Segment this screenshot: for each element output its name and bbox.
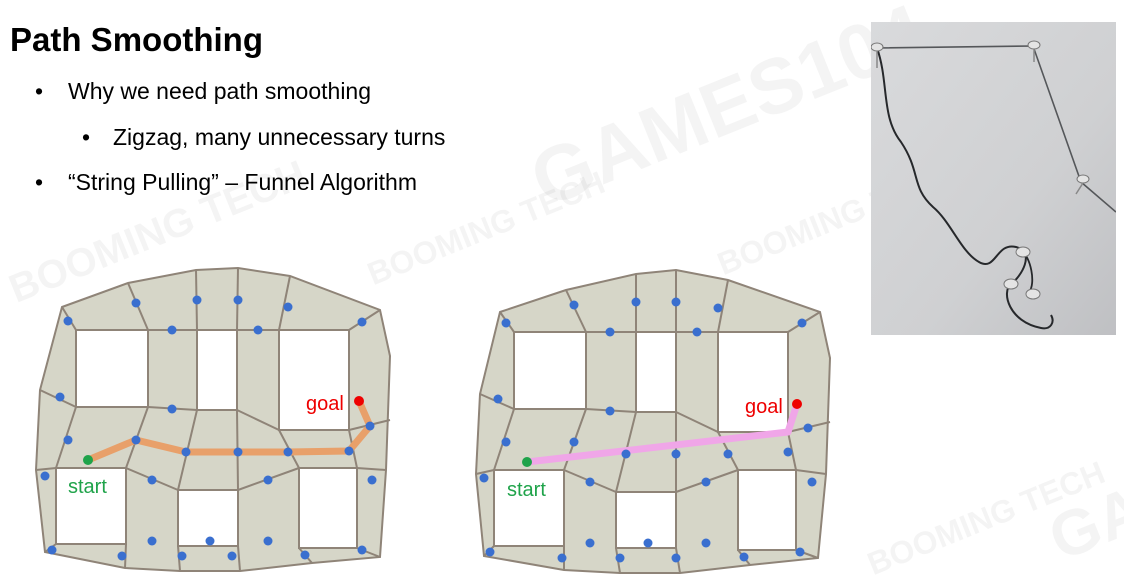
obstacle [513, 331, 587, 410]
obstacle [278, 329, 350, 431]
nail-shanks [876, 49, 1084, 195]
navmesh-left: start goal [34, 266, 392, 572]
start-label: start [507, 479, 546, 501]
bullet-text: Why we need path smoothing [68, 78, 372, 104]
sub-bullet-item: • Zigzag, many unnecessary turns [82, 123, 446, 151]
obstacle [615, 491, 677, 549]
bullet-item: • Why we need path smoothing [35, 77, 372, 105]
start-marker [522, 457, 532, 467]
goal-marker [792, 399, 802, 409]
obstacle [717, 331, 789, 433]
obstacle [55, 467, 127, 545]
navmesh-right: start goal [474, 268, 832, 574]
goal-marker [354, 396, 364, 406]
smoothed-path [523, 400, 801, 466]
waypoint-nodes [479, 297, 817, 563]
obstacle [177, 489, 239, 547]
string-pulling-photo [871, 22, 1116, 335]
start-label: start [68, 476, 107, 498]
bullet-marker: • [35, 78, 44, 104]
bullet-text: Zigzag, many unnecessary turns [113, 124, 446, 150]
start-marker [83, 455, 93, 465]
bullet-marker: • [35, 169, 44, 195]
goal-label: goal [745, 396, 783, 418]
slide-title: Path Smoothing [10, 21, 263, 58]
obstacle [493, 469, 565, 547]
bullet-item: • “String Pulling” – Funnel Algorithm [35, 168, 417, 196]
bullet-text: “String Pulling” – Funnel Algorithm [68, 169, 417, 195]
waypoint-nodes [40, 295, 377, 561]
bullet-marker: • [82, 124, 91, 150]
obstacle [298, 467, 358, 549]
zigzag-path [84, 397, 374, 464]
obstacle [737, 469, 797, 551]
obstacle [635, 331, 677, 413]
goal-label: goal [306, 393, 344, 415]
obstacle [196, 329, 238, 411]
obstacle [75, 329, 149, 408]
